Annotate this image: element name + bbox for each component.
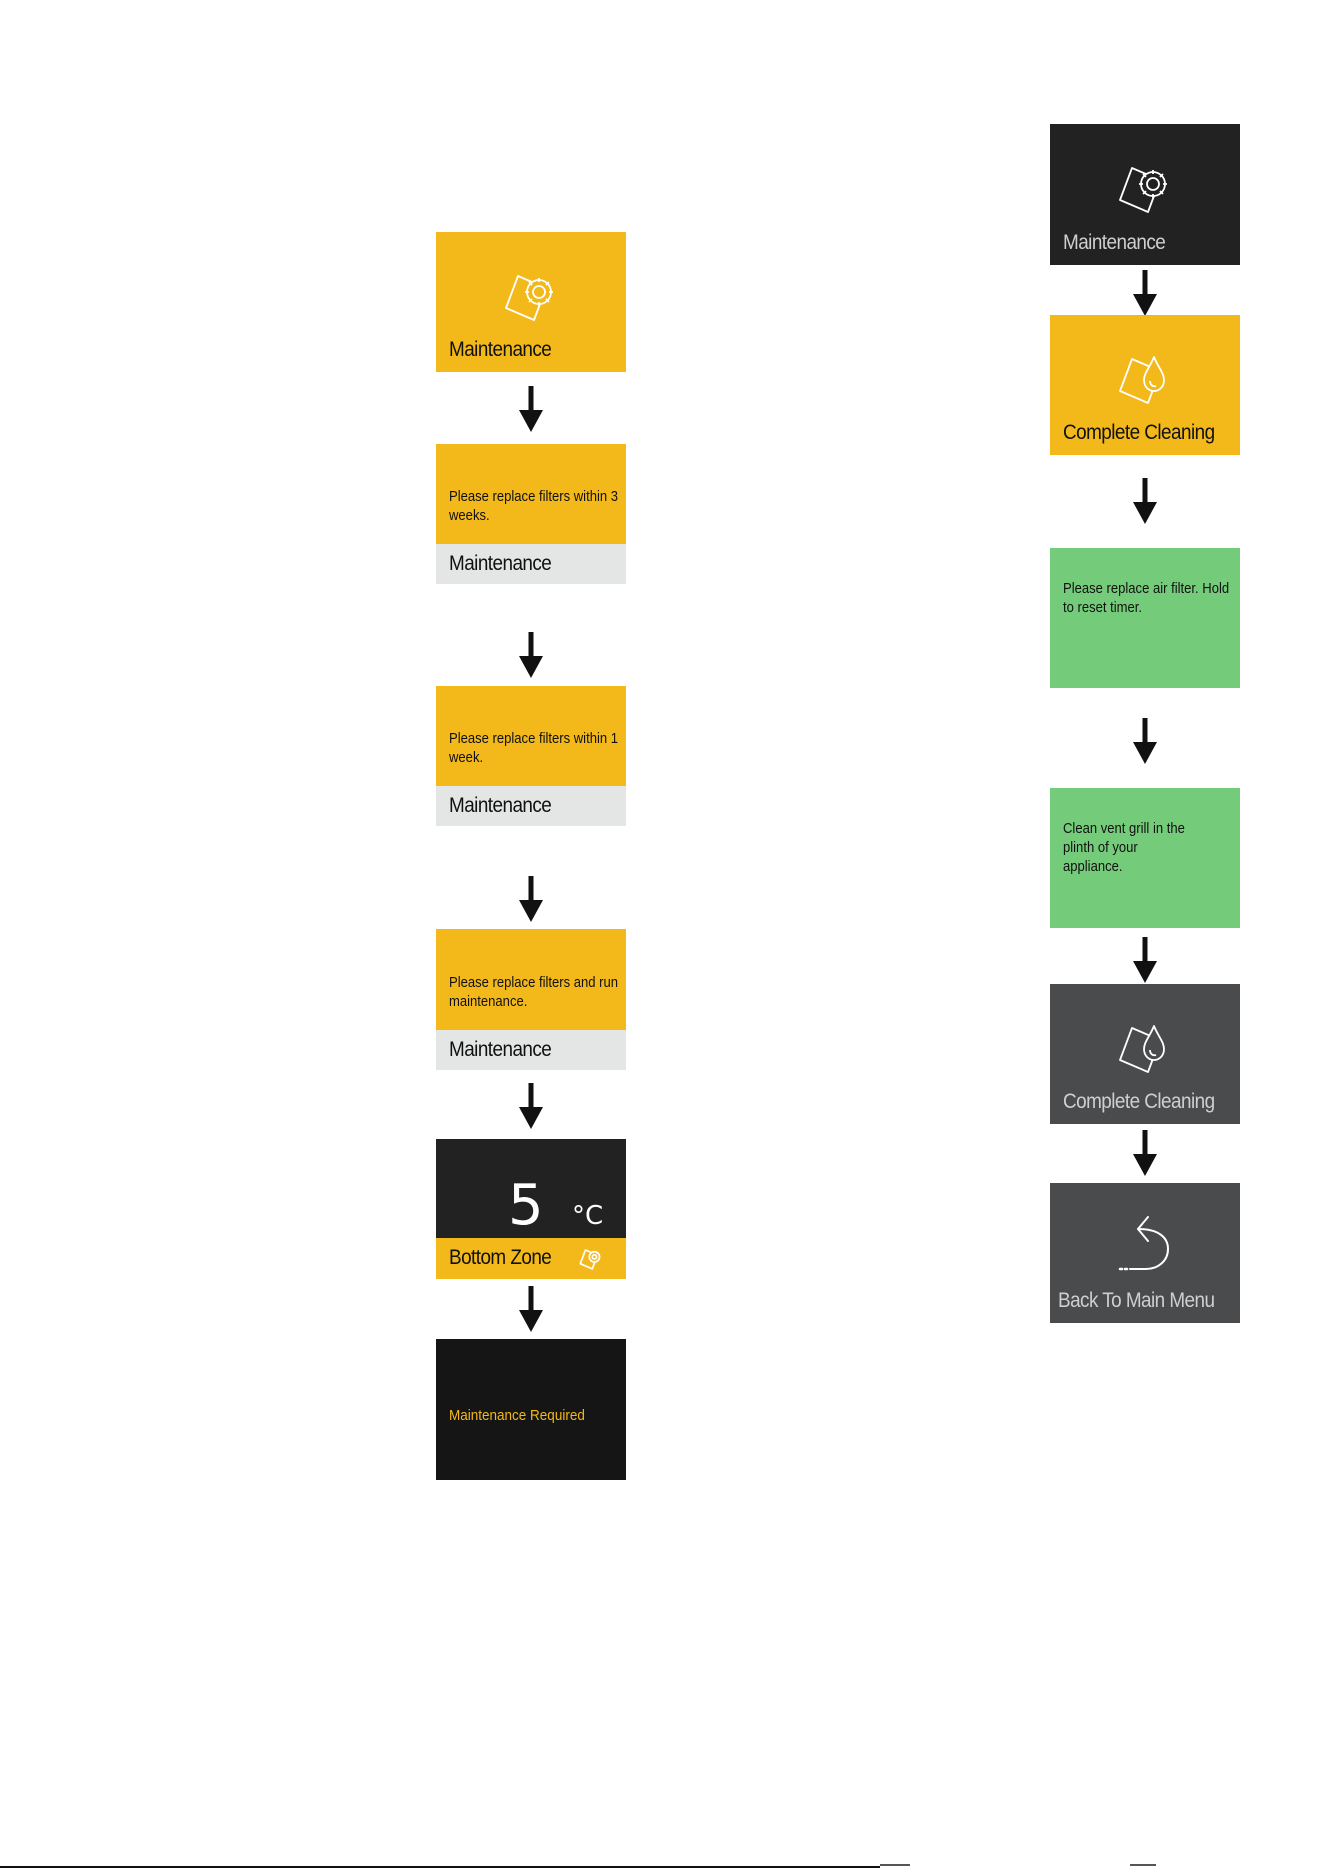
tile-strip: Maintenance — [436, 544, 626, 584]
flow-arrow-icon — [519, 1083, 543, 1129]
flow-arrow-icon — [519, 1286, 543, 1332]
back-arrow-icon — [1118, 1216, 1169, 1271]
back-to-main-menu-tile[interactable]: Back To Main Menu — [1050, 1183, 1240, 1323]
footer-mark — [1130, 1864, 1156, 1866]
flow-arrow-icon — [519, 876, 543, 922]
tile-label: Maintenance — [449, 552, 552, 575]
temperature-unit: °C — [572, 1201, 604, 1231]
cleaning-drop-icon — [1119, 356, 1165, 404]
flow-arrow-icon — [1133, 937, 1157, 983]
tile-message: Please replace air filter. Hold to reset… — [1063, 581, 1230, 616]
flow-arrow-icon — [1133, 1130, 1157, 1176]
filter-warning-1-week-tile[interactable]: Please replace filters within 1 week. Ma… — [436, 686, 626, 826]
tile-label: Complete Cleaning — [1063, 421, 1215, 444]
flow-arrow-icon — [1133, 478, 1157, 524]
tile-label: Maintenance — [1063, 231, 1166, 254]
tile-strip: Maintenance — [436, 1030, 626, 1070]
tile-message: Please replace filters within 1 week. — [449, 731, 619, 766]
tile-label: Maintenance — [449, 1038, 552, 1061]
clean-vent-grill-tile[interactable]: Clean vent grill in the plinth of your a… — [1050, 788, 1240, 928]
filter-warning-3-weeks-tile[interactable]: Please replace filters within 3 weeks. M… — [436, 444, 626, 584]
tile-message: Maintenance Required — [449, 1407, 585, 1424]
maintenance-tile-left[interactable]: Maintenance — [436, 232, 626, 372]
complete-cleaning-tile-active[interactable]: Complete Cleaning — [1050, 315, 1240, 455]
flow-arrow-icon — [1133, 270, 1157, 316]
tile-label: Maintenance — [449, 338, 552, 361]
tile-message: Please replace filters within 3 weeks. — [449, 489, 619, 524]
tile-message: Clean vent grill in the plinth of your a… — [1063, 821, 1185, 875]
tile-label: Complete Cleaning — [1063, 1090, 1215, 1113]
tile-label: Maintenance — [449, 794, 552, 817]
complete-cleaning-tile-done[interactable]: Complete Cleaning — [1050, 984, 1240, 1124]
maintenance-gear-icon — [1119, 167, 1167, 213]
replace-air-filter-tile[interactable]: Please replace air filter. Hold to reset… — [1050, 548, 1240, 688]
maintenance-gear-icon — [505, 275, 553, 321]
flow-arrow-icon — [1133, 718, 1157, 764]
footer-mark — [880, 1864, 910, 1866]
tile-message: Please replace filters and run maintenan… — [449, 975, 619, 1010]
flow-arrow-icon — [519, 386, 543, 432]
tile-label: Back To Main Menu — [1058, 1289, 1215, 1312]
temperature-value: 5 — [508, 1173, 544, 1238]
maintenance-required-tile[interactable]: Maintenance Required — [436, 1339, 626, 1480]
footer-divider — [0, 1866, 880, 1868]
tile-strip: Bottom Zone — [436, 1238, 626, 1279]
filter-warning-now-tile[interactable]: Please replace filters and run maintenan… — [436, 929, 626, 1070]
maintenance-tile-right[interactable]: Maintenance — [1050, 124, 1240, 265]
flow-arrow-icon — [519, 632, 543, 678]
bottom-zone-tile[interactable]: 5 °C Bottom Zone — [436, 1139, 626, 1279]
maintenance-gear-icon — [579, 1249, 601, 1270]
cleaning-drop-icon — [1119, 1025, 1165, 1073]
tile-label: Bottom Zone — [449, 1246, 552, 1269]
tile-strip: Maintenance — [436, 786, 626, 826]
